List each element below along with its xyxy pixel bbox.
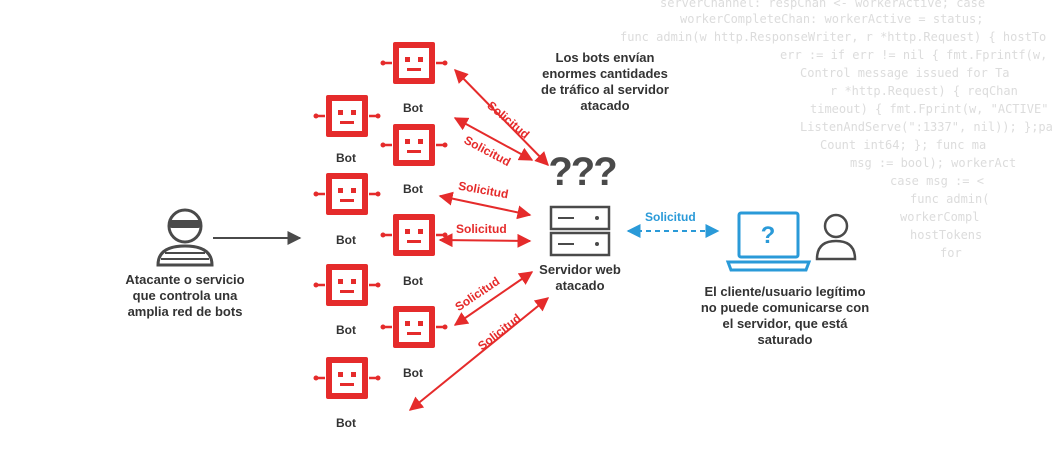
bot-label: Bot — [403, 366, 423, 380]
question-marks: ??? — [548, 150, 617, 194]
diagram-graphics: ? — [156, 40, 857, 411]
robot-icon — [379, 212, 449, 258]
bot-label: Bot — [336, 323, 356, 337]
client-caption: El cliente/usuario legítimo no puede com… — [690, 284, 880, 348]
caption-line: enormes cantidades — [542, 66, 668, 81]
bot-label: Bot — [403, 182, 423, 196]
user-icon — [815, 213, 857, 261]
robot-icon — [379, 122, 449, 168]
caption-line: Los bots envían — [555, 50, 655, 65]
caption-line: saturado — [757, 332, 813, 347]
caption-line: El cliente/usuario legítimo — [704, 284, 866, 299]
svg-text:?: ? — [761, 222, 776, 249]
bots-caption: Los bots envían enormes cantidades de tr… — [525, 50, 685, 114]
server-caption: Servidor web atacado — [520, 262, 640, 294]
caption-line: de tráfico al servidor — [541, 82, 669, 97]
bot-label: Bot — [336, 233, 356, 247]
server-icon — [549, 205, 611, 257]
attacker-caption: Atacante o servicio que controla una amp… — [110, 272, 260, 320]
caption-line: que controla una — [132, 288, 238, 303]
bot-label: Bot — [336, 416, 356, 430]
caption-line: amplia red de bots — [127, 304, 243, 319]
bot-label: Bot — [403, 101, 423, 115]
robot-icon — [312, 262, 382, 308]
robot-icon — [312, 93, 382, 139]
bot-label: Bot — [403, 274, 423, 288]
caption-line: el servidor, que está — [722, 316, 848, 331]
caption-line: atacado — [580, 98, 630, 113]
caption-line: Servidor web — [539, 262, 621, 277]
ddos-diagram: serverChannel: respChan <- workerActive;… — [110, 0, 1052, 430]
request-arrow — [438, 191, 532, 220]
request-arrow — [453, 117, 534, 161]
bot-label: Bot — [336, 151, 356, 165]
caption-line: Atacante o servicio — [125, 272, 245, 287]
robot-icon — [312, 171, 382, 217]
hacker-icon — [156, 208, 214, 267]
request-arrow — [408, 297, 550, 411]
request-arrow — [438, 233, 532, 248]
request-label: Solicitud — [456, 222, 507, 236]
caption-line: no puede comunicarse con — [700, 300, 870, 315]
legit-request-label: Solicitud — [645, 210, 696, 224]
robot-icon — [379, 304, 449, 350]
caption-line: atacado — [555, 278, 605, 293]
robot-icon — [379, 40, 449, 86]
robot-icon — [312, 355, 382, 401]
laptop-question-icon: ? — [725, 211, 812, 272]
